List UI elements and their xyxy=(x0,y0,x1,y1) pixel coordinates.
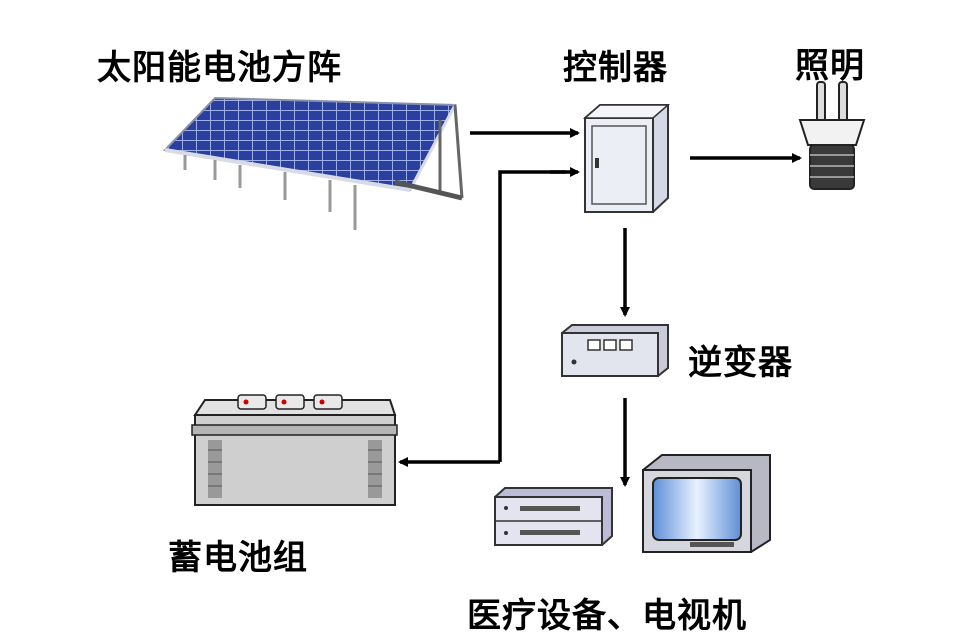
controller-cabinet-icon xyxy=(582,104,671,213)
inverter-box-icon xyxy=(561,324,669,377)
medical-equipment-icon xyxy=(494,487,613,546)
inverter-label: 逆变器 xyxy=(688,343,793,383)
connector-battery-controller xyxy=(498,170,566,462)
battery-bank-label: 蓄电池组 xyxy=(168,538,308,578)
solar-array-label: 太阳能电池方阵 xyxy=(97,48,342,88)
equipment-label: 医疗设备、电视机 xyxy=(467,596,747,636)
battery-bank-icon xyxy=(191,394,398,506)
controller-label: 控制器 xyxy=(563,48,668,88)
television-icon xyxy=(642,454,771,553)
solar-panel-icon xyxy=(162,96,464,230)
lighting-label: 照明 xyxy=(795,46,865,86)
flow-arrows xyxy=(398,128,802,487)
lighting-plug-icon xyxy=(798,81,866,190)
